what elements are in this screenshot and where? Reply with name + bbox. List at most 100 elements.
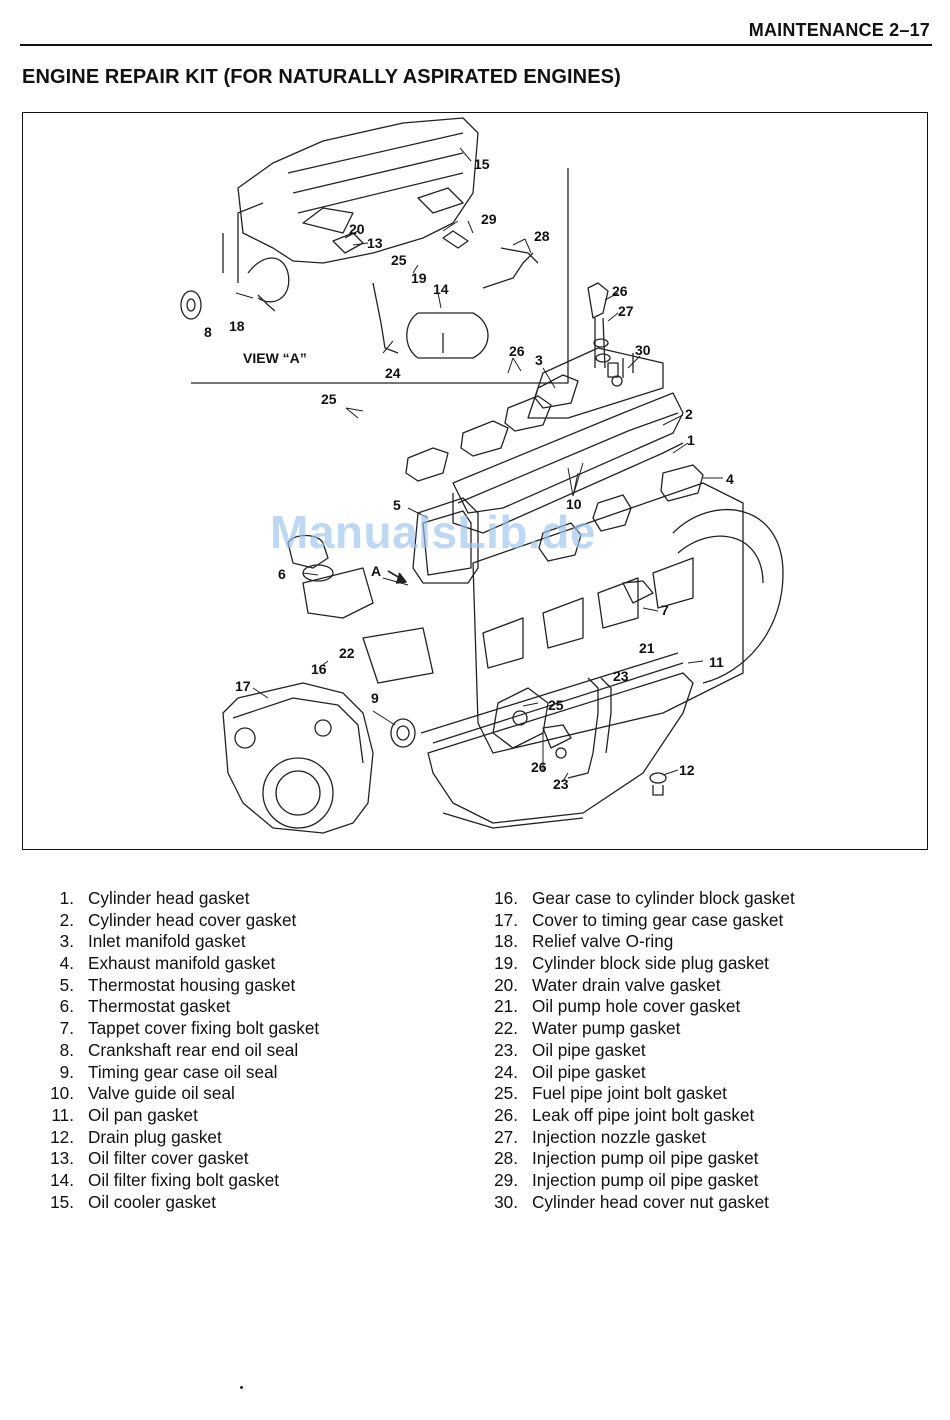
part-number: 25. <box>494 1083 518 1104</box>
cylinder-head <box>452 347 684 534</box>
list-item: 17.Cover to timing gear case gasket <box>484 910 924 932</box>
part-name: Cover to timing gear case gasket <box>532 909 784 930</box>
callout-7: 7 <box>661 602 669 618</box>
list-item: 6.Thermostat gasket <box>40 996 460 1018</box>
part-name: Relief valve O-ring <box>532 931 674 952</box>
view-a-inset <box>180 117 569 384</box>
callout-13: 13 <box>367 235 383 251</box>
part-number: 18. <box>494 931 518 952</box>
part-name: Inlet manifold gasket <box>88 931 246 952</box>
callout-25b: 25 <box>321 391 337 407</box>
list-item: 11.Oil pan gasket <box>40 1105 460 1127</box>
part-number: 28. <box>494 1148 518 1169</box>
part-name: Gear case to cylinder block gasket <box>532 888 795 908</box>
arrow-a-label: A <box>371 563 381 579</box>
injection-nozzle <box>587 282 623 387</box>
part-name: Cylinder head gasket <box>88 888 250 908</box>
callout-20: 20 <box>349 221 365 237</box>
list-item: 12.Drain plug gasket <box>40 1127 460 1149</box>
callout-18: 18 <box>229 318 245 334</box>
inlet-manifold-gasket <box>405 374 579 482</box>
part-name: Cylinder block side plug gasket <box>532 953 769 974</box>
leader-lines <box>235 147 723 782</box>
part-number: 22. <box>494 1018 518 1039</box>
watermark: ManualsLib.de <box>270 506 596 558</box>
part-name: Oil filter fixing bolt gasket <box>88 1169 280 1190</box>
list-item: 13. Oil filter cover gasket <box>40 1148 460 1170</box>
part-name: Injection nozzle gasket <box>532 1126 706 1147</box>
part-number: 14. <box>50 1169 74 1190</box>
list-item: 18. Relief valve O-ring <box>484 931 924 953</box>
view-a-label: VIEW “A” <box>243 350 307 366</box>
callout-25a: 25 <box>391 252 407 268</box>
part-number: 19. <box>494 953 518 974</box>
part-name: Tappet cover fixing bolt gasket <box>88 1018 320 1039</box>
list-item: 30.Cylinder head cover nut gasket <box>484 1192 924 1214</box>
list-item: 26.Leak off pipe joint bolt gasket <box>484 1105 924 1127</box>
part-name: Injection pump oil pipe gasket <box>532 1148 759 1169</box>
callout-26b: 26 <box>612 283 628 299</box>
callout-12: 12 <box>679 762 695 778</box>
callout-9: 9 <box>371 690 379 706</box>
part-name: Cylinder head cover gasket <box>88 909 297 930</box>
part-number: 21. <box>494 996 518 1017</box>
part-name: Fuel pipe joint bolt gasket <box>532 1083 727 1104</box>
callout-2: 2 <box>685 406 693 422</box>
callout-5: 5 <box>393 497 401 513</box>
part-number: 27. <box>494 1126 518 1147</box>
oil-pipe <box>542 677 612 779</box>
list-item: 25. Fuel pipe joint bolt gasket <box>484 1083 924 1105</box>
part-name: Oil pipe gasket <box>532 1061 646 1082</box>
callout-8: 8 <box>204 324 212 340</box>
list-item: 29.Injection pump oil pipe gasket <box>484 1170 924 1192</box>
callout-15: 15 <box>474 156 490 172</box>
callout-24: 24 <box>385 365 401 381</box>
part-name: Oil pan gasket <box>88 1104 198 1125</box>
page-title: ENGINE REPAIR KIT (FOR NATURALLY ASPIRAT… <box>22 66 621 88</box>
list-item: 4. Exhaust manifold gasket <box>40 953 460 975</box>
part-number: 12. <box>50 1126 74 1147</box>
part-number: 24. <box>494 1061 518 1082</box>
part-name: Crankshaft rear end oil seal <box>88 1039 299 1060</box>
part-number: 4. <box>59 953 74 974</box>
part-number: 9. <box>59 1061 74 1082</box>
callout-19: 19 <box>411 270 427 286</box>
callout-10: 10 <box>566 496 582 512</box>
scan-speck <box>240 1386 243 1389</box>
engine-diagram: VIEW “A” A 1 2 3 4 5 6 7 8 9 10 11 12 13… <box>22 112 928 850</box>
timing-gear-case <box>222 627 434 834</box>
list-item: 5.Thermostat housing gasket <box>40 975 460 997</box>
list-item: 19. Cylinder block side plug gasket <box>484 953 924 975</box>
part-name: Oil filter cover gasket <box>88 1148 249 1169</box>
callout-27: 27 <box>618 303 634 319</box>
list-item: 27. Injection nozzle gasket <box>484 1127 924 1149</box>
callout-30: 30 <box>635 342 651 358</box>
part-name: Leak off pipe joint bolt gasket <box>532 1104 755 1125</box>
list-item: 22. Water pump gasket <box>484 1018 924 1040</box>
part-number: 7. <box>59 1018 74 1039</box>
part-name: Thermostat gasket <box>88 996 231 1017</box>
callout-11: 11 <box>709 654 724 670</box>
part-name: Timing gear case oil seal <box>88 1061 278 1082</box>
callout-21: 21 <box>639 640 655 656</box>
part-number: 15. <box>50 1191 74 1212</box>
list-item: 28. Injection pump oil pipe gasket <box>484 1148 924 1170</box>
part-number: 10. <box>50 1083 74 1104</box>
list-item: 24. Oil pipe gasket <box>484 1062 924 1084</box>
list-item: 16.Gear case to cylinder block gasket <box>484 888 924 910</box>
callout-26c: 26 <box>531 759 547 775</box>
list-item: 2.Cylinder head cover gasket <box>40 910 460 932</box>
part-number: 5. <box>59 974 74 995</box>
part-name: Exhaust manifold gasket <box>88 953 276 974</box>
part-number: 13. <box>50 1148 74 1169</box>
callout-23b: 23 <box>553 776 569 792</box>
callout-28: 28 <box>534 228 550 244</box>
part-number: 20. <box>494 974 518 995</box>
part-name: Water pump gasket <box>532 1018 681 1039</box>
list-item: 23.Oil pipe gasket <box>484 1040 924 1062</box>
callout-6: 6 <box>278 566 286 582</box>
arrow-a <box>387 570 407 584</box>
part-number: 3. <box>59 931 74 952</box>
part-name: Oil cooler gasket <box>88 1191 217 1212</box>
part-name: Cylinder head cover nut gasket <box>532 1191 769 1212</box>
